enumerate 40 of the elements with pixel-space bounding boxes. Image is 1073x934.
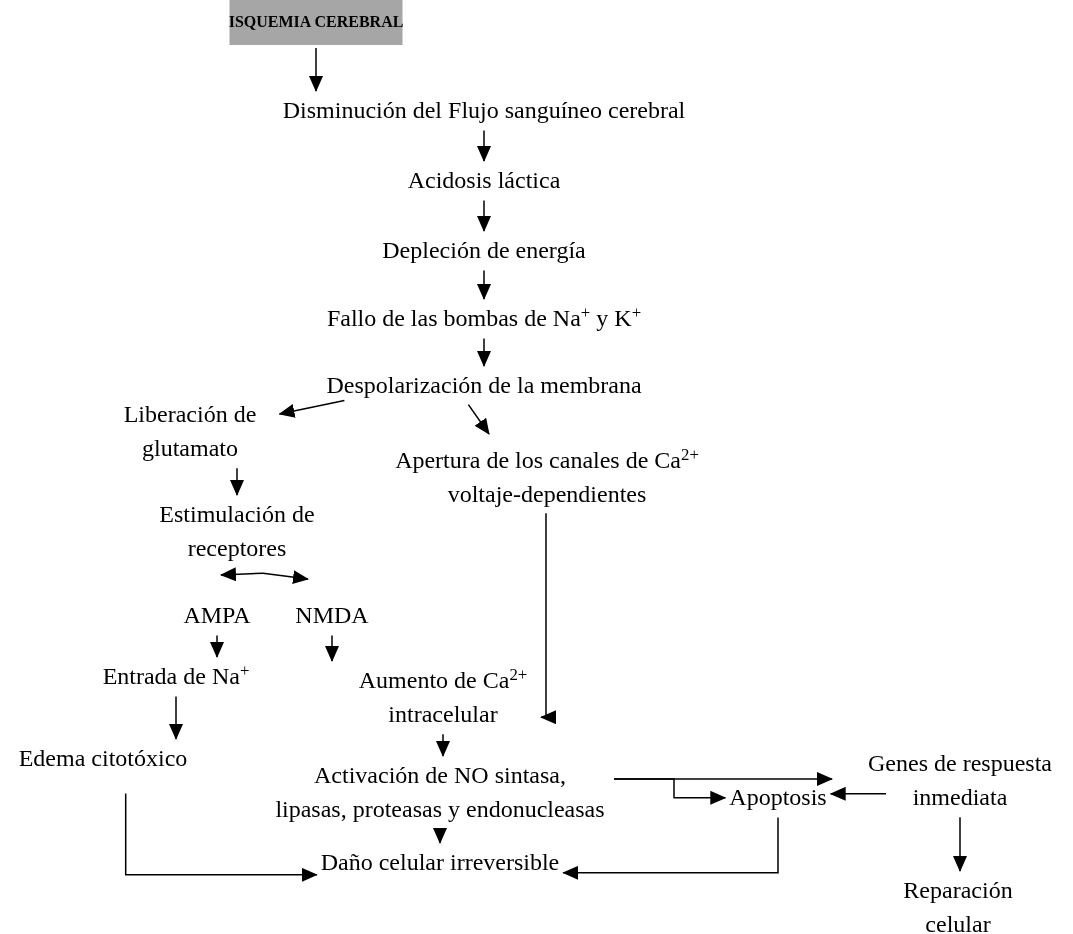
arrow: [467, 403, 490, 435]
process-text: Genes de respuesta inmediata: [862, 747, 1058, 815]
arrow: [220, 567, 264, 582]
process-text: Entrada de Na$^{+}$: [102, 660, 250, 694]
process-text: Aumento de Ca$^{2+}$ intracelular: [348, 664, 538, 732]
arrow: [477, 129, 491, 162]
process-text: Edema citotóxico: [18, 742, 188, 776]
arrow: [477, 199, 491, 232]
process-text: Liberación de glutamato: [102, 398, 278, 466]
title-box: ISQUEMIA CEREBRAL: [229, 0, 403, 45]
process-text: Acidosis láctica: [407, 164, 561, 198]
arrow: [477, 269, 491, 300]
process-text: Estimulación de receptores: [149, 498, 325, 566]
arrow: [124, 792, 318, 882]
arrow: [230, 467, 244, 496]
arrow: [325, 634, 339, 662]
process-text: Apertura de los canales de Ca$^{2+}$ voltaje-dependientes: [388, 444, 706, 512]
process-text: Apoptosis: [729, 781, 827, 815]
process-text: Activación de NO sintasa, lipasas, proteasas y endonucleasas: [270, 759, 610, 827]
arrow: [953, 816, 967, 872]
process-text: Daño celular irreversible: [320, 846, 560, 880]
arrow: [540, 512, 556, 725]
arrow: [477, 337, 491, 367]
arrow: [613, 778, 727, 805]
arrow: [829, 786, 887, 801]
arrow: [169, 695, 183, 740]
process-text: Despolarización de la membrana: [326, 369, 642, 403]
process-text: AMPA: [183, 599, 251, 633]
arrow: [278, 399, 346, 418]
arrow: [210, 634, 224, 658]
arrow: [309, 47, 323, 92]
arrow: [562, 816, 779, 880]
arrow: [262, 570, 309, 584]
process-text: Reparación celular: [893, 874, 1023, 934]
process-text: NMDA: [295, 599, 369, 633]
arrow: [436, 733, 450, 757]
process-text: Depleción de energía: [382, 234, 586, 268]
arrow: [433, 828, 447, 844]
process-text: Fallo de las bombas de Na$^{+}$ y K$^{+}$: [326, 302, 642, 336]
process-text: Disminución del Flujo sanguíneo cerebral: [282, 94, 686, 128]
